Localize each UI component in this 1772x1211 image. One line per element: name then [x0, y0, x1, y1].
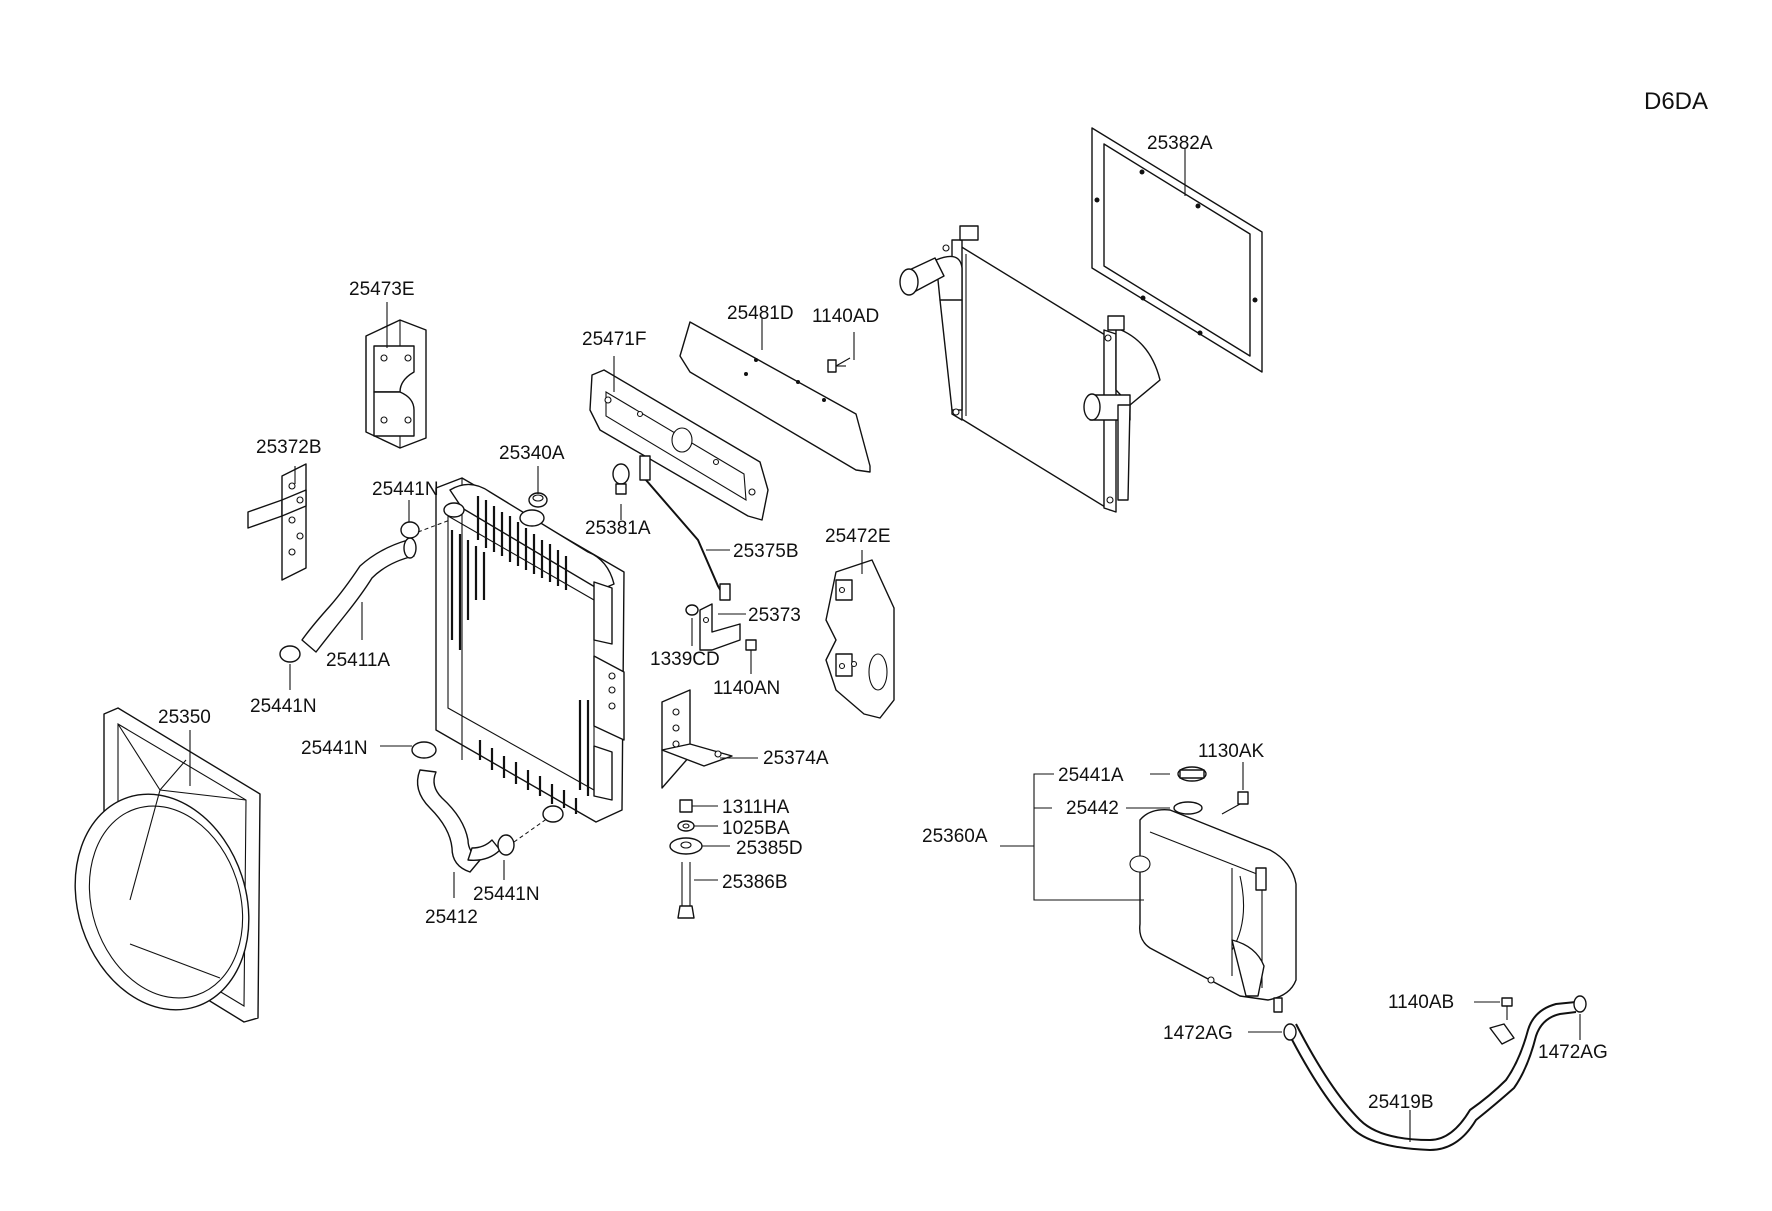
- fan-shroud-25350: [74, 707, 261, 1023]
- label-1025BA: 1025BA: [722, 818, 790, 839]
- label-25473E: 25473E: [349, 279, 415, 300]
- intercooler-core: [899, 225, 1161, 513]
- gasket-25442: [1173, 801, 1203, 815]
- upper-bracket-25471F: [589, 369, 769, 521]
- gasket-frame-25382A: [1091, 127, 1263, 373]
- assembly-line-1: [417, 519, 451, 533]
- bolt-1140AN: [745, 639, 757, 662]
- label-25372B: 25372B: [256, 437, 322, 458]
- label-25340A: 25340A: [499, 443, 565, 464]
- label-1140AN: 1140AN: [713, 678, 780, 699]
- bolt-1130AK: [1221, 791, 1249, 815]
- clip-1472AG-right: [1573, 995, 1587, 1013]
- label-25373: 25373: [748, 605, 801, 626]
- label-25441N-left: 25441N: [250, 696, 317, 717]
- label-25442: 25442: [1066, 798, 1119, 819]
- label-25382A: 25382A: [1147, 133, 1213, 154]
- leader-lines: [189, 148, 1581, 1142]
- label-1311HA: 1311HA: [722, 797, 790, 818]
- label-1140AB: 1140AB: [1388, 992, 1454, 1013]
- label-25419B: 25419B: [1368, 1092, 1434, 1113]
- label-25441N-lower: 25441N: [473, 884, 540, 905]
- pad-25385D: [669, 837, 703, 855]
- label-25374A: 25374A: [763, 748, 829, 769]
- washer-1025BA: [677, 820, 695, 832]
- label-25411A: 25411A: [326, 650, 390, 671]
- radiator-cap-25340A: [528, 492, 548, 508]
- rod-25375B: [639, 455, 731, 601]
- label-25471F: 25471F: [582, 329, 646, 350]
- label-1140AD: 1140AD: [812, 306, 879, 327]
- hose-clamp-3: [411, 741, 437, 759]
- bracket-25472E: [825, 559, 895, 719]
- cap-25441A: [1177, 766, 1207, 782]
- bolt-25386B: [677, 862, 695, 919]
- label-25441N-upper: 25441N: [372, 479, 439, 500]
- label-25386B: 25386B: [722, 872, 788, 893]
- diagram-code: D6DA: [1644, 88, 1708, 115]
- plug-25381A: [612, 463, 630, 495]
- clamp-bracket: [1489, 1023, 1515, 1045]
- nut-1311HA: [679, 799, 693, 813]
- label-25385D: 25385D: [736, 838, 803, 859]
- label-25412: 25412: [425, 907, 478, 928]
- upper-hose-25411A: [301, 537, 417, 653]
- label-25375B: 25375B: [733, 541, 799, 562]
- label-25441A: 25441A: [1058, 765, 1124, 786]
- label-1130AK: 1130AK: [1198, 741, 1265, 762]
- bracket-25372B: [247, 463, 307, 581]
- label-25350: 25350: [158, 707, 211, 728]
- bracket-25373: [699, 603, 741, 651]
- label-25381A: 25381A: [585, 518, 651, 539]
- lower-hose-25412: [416, 769, 501, 873]
- assembly-line-2: [513, 817, 549, 843]
- label-1472AG-right: 1472AG: [1538, 1042, 1608, 1063]
- label-25360A: 25360A: [922, 826, 988, 847]
- label-25441N-middle: 25441N: [301, 738, 368, 759]
- label-1339CD: 1339CD: [650, 649, 720, 670]
- label-1472AG-left: 1472AG: [1163, 1023, 1233, 1044]
- bolt-1140AB: [1501, 997, 1513, 1020]
- label-25481D: 25481D: [727, 303, 794, 324]
- bracket-25374A: [661, 689, 733, 789]
- hose-clamp-2: [279, 645, 301, 663]
- bracket-25473E: [365, 319, 427, 449]
- hose-clamp-1: [400, 521, 420, 539]
- radiator: [435, 477, 625, 823]
- nut-1339CD: [685, 604, 699, 616]
- pipe-25419B: [1287, 1001, 1577, 1152]
- hose-clamp-4: [497, 834, 515, 856]
- clip-1472AG-left: [1283, 1023, 1297, 1041]
- shroud-panel-25481D: [679, 321, 871, 473]
- label-25472E: 25472E: [825, 526, 891, 547]
- reservoir-tank-25360A: [1129, 809, 1297, 1013]
- bolt-1140AD: [827, 357, 851, 373]
